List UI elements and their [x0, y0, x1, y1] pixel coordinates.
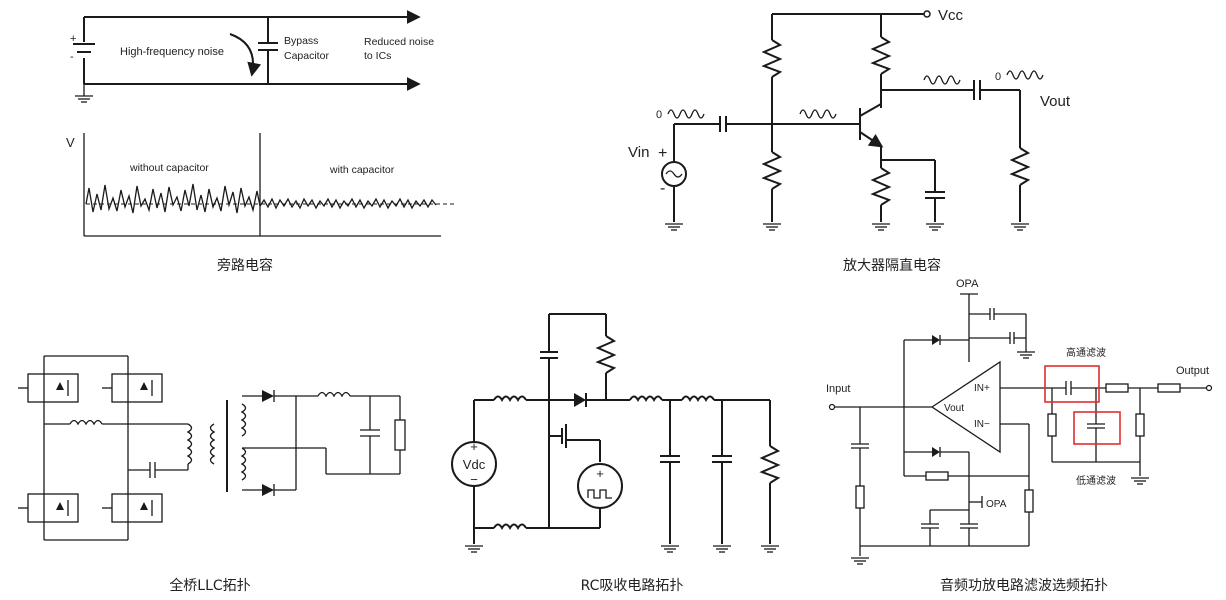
series-resistor-1 [1105, 383, 1129, 393]
label-reduced-noise: Reduced noise [364, 36, 434, 48]
feedback-resistor [925, 471, 949, 481]
label-high-pass: 高通滤波 [1066, 346, 1106, 359]
label-in-minus: IN− [974, 419, 990, 430]
high-pass-highlight-box [1044, 365, 1100, 403]
noise-path-arrow [229, 33, 262, 77]
input-terminal [828, 403, 836, 411]
vdc-minus: − [470, 472, 478, 487]
filter-inductor-1 [629, 395, 663, 403]
transformer-secondary-upper [240, 403, 247, 437]
caption-rc-snubber: RC吸收电路拓扑 [581, 578, 684, 594]
load-resistor-rc [759, 445, 781, 484]
battery-symbol: + - [70, 33, 95, 63]
label-input: Input [826, 383, 850, 395]
mosfet-switch-q1 [18, 373, 79, 403]
rectifier-diode-bottom [262, 484, 274, 496]
label-with-capacitor: with capacitor [329, 164, 395, 176]
mosfet-switch-q2 [102, 373, 163, 403]
output-filter-inductor [317, 391, 351, 398]
vdc-plus: + [470, 439, 478, 454]
output-signal-wave [1006, 70, 1044, 80]
label-zero-output: 0 [995, 71, 1001, 83]
caption-bypass-capacitor: 旁路电容 [217, 257, 273, 274]
caption-audio-amp: 音频功放电路滤波选频拓扑 [940, 577, 1108, 594]
resonant-inductor [69, 419, 103, 426]
label-without-capacitor: without capacitor [129, 162, 209, 174]
resistor-r2 [761, 151, 783, 190]
resistor-r1 [761, 39, 783, 78]
panel-amplifier-dc-blocking: Vcc Vo [628, 7, 1071, 274]
label-vout: Vout [1040, 93, 1071, 110]
label-in-plus: IN+ [974, 383, 990, 394]
caption-amplifier: 放大器隔直电容 [843, 257, 941, 274]
mosfet-switch-q4 [102, 493, 163, 523]
return-inductor [493, 523, 527, 531]
snubber-resistor [595, 335, 617, 374]
op-amp-triangle [930, 360, 1001, 454]
resistor-collector [870, 36, 892, 75]
output-terminal [1205, 384, 1213, 392]
panel-full-bridge-llc: 全桥LLC拓扑 [18, 355, 406, 594]
pwm-square-wave [587, 489, 612, 499]
label-vdc: Vdc [463, 457, 486, 472]
mosfet-switch-q3 [18, 493, 79, 523]
label-op-amp-vout: Vout [944, 403, 964, 414]
magnetizing-inductor [186, 423, 193, 465]
gain-resistor [1024, 489, 1034, 513]
smooth-waveform-with-cap [259, 197, 437, 210]
output-shunt-resistor [1135, 413, 1145, 437]
label-bypass: Bypass [284, 35, 318, 47]
panel-bypass-capacitor: + - High-frequency noise Bypass Capacito… [66, 10, 455, 274]
plot-v-label: V [66, 135, 75, 150]
label-capacitor: Capacitor [284, 50, 329, 62]
label-low-pass: 低通滤波 [1076, 474, 1116, 487]
svg-text:-: - [70, 51, 74, 63]
resistor-emitter [870, 167, 892, 206]
label-vin-plus: + [658, 145, 667, 162]
label-opa-top: OPA [956, 278, 979, 290]
collector-signal-wave [923, 75, 961, 85]
label-vcc: Vcc [938, 7, 964, 24]
rectifier-diode-top [262, 390, 274, 402]
input-signal-wave [667, 109, 705, 119]
base-signal-wave [799, 109, 837, 119]
low-pass-highlight-box [1073, 411, 1121, 445]
label-to-ics: to ICs [364, 50, 391, 62]
label-vin-minus: - [660, 180, 665, 197]
high-pass-shunt-resistor [1047, 413, 1057, 437]
series-resistor-2 [1157, 383, 1181, 393]
label-vin: Vin [628, 144, 649, 161]
feedback-diode-bottom [932, 447, 940, 457]
input-inductor [493, 395, 527, 403]
feedback-diode-top [932, 335, 940, 345]
svg-text:+: + [70, 33, 76, 45]
pwm-plus: + [596, 466, 604, 481]
panel-rc-snubber: + Vdc − + RC吸收电路拓扑 [451, 313, 781, 594]
label-zero-input: 0 [656, 109, 662, 121]
input-shunt-resistor [855, 485, 865, 509]
label-output: Output [1176, 365, 1209, 377]
freewheeling-diode [574, 393, 586, 407]
panel-audio-amp-filter: OPA Vout IN+ IN− Input [826, 278, 1213, 594]
label-high-frequency-noise: High-frequency noise [120, 46, 224, 58]
load-resistor-llc [394, 419, 406, 451]
noisy-waveform-without-cap [85, 183, 261, 214]
filter-inductor-2 [681, 395, 715, 403]
load-resistor [1009, 147, 1031, 186]
label-opa-mid: OPA [986, 499, 1007, 510]
transformer-primary [209, 423, 216, 465]
caption-llc: 全桥LLC拓扑 [169, 577, 250, 594]
transformer-secondary-lower [240, 447, 247, 481]
